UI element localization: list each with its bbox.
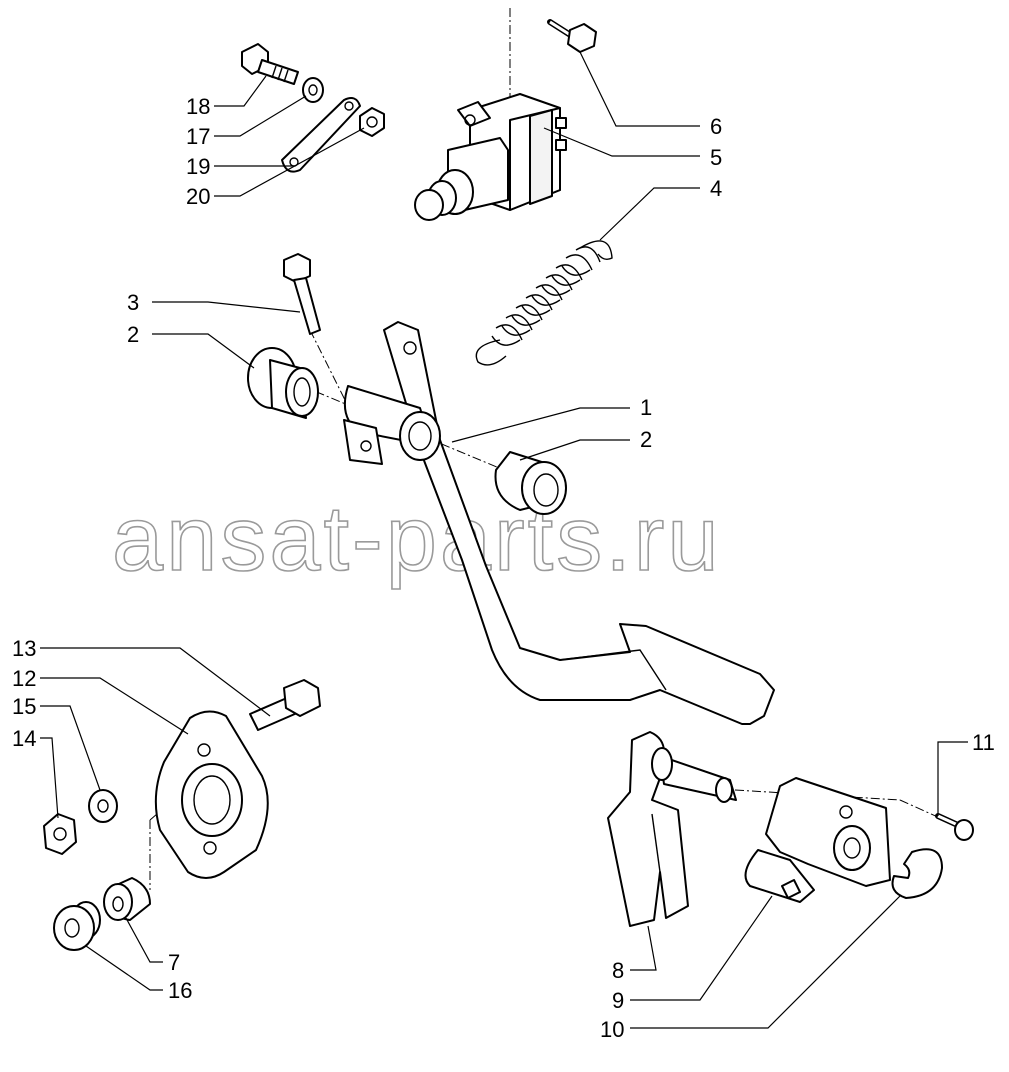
callout-10: 10 <box>600 1017 624 1042</box>
part-8-fork <box>607 731 737 927</box>
callout-5: 5 <box>710 145 722 170</box>
part-14-nut <box>43 813 77 855</box>
callout-7: 7 <box>168 950 180 975</box>
callout-1: 1 <box>640 395 652 420</box>
callout-2-right: 2 <box>640 427 652 452</box>
callout-3: 3 <box>127 290 139 315</box>
part-2-bushing-right <box>494 451 567 515</box>
callout-15: 15 <box>12 694 36 719</box>
part-10-clip <box>891 848 943 899</box>
part-17-washer <box>302 77 324 103</box>
callout-18: 18 <box>186 94 210 119</box>
part-1-pedal <box>343 321 775 725</box>
part-9-housing <box>744 777 891 903</box>
callout-8: 8 <box>612 958 624 983</box>
callout-14: 14 <box>12 726 36 751</box>
leader-lines <box>40 51 968 1029</box>
part-7-spacer <box>103 877 151 921</box>
callout-11: 11 <box>972 730 995 755</box>
callout-4: 4 <box>710 176 722 201</box>
part-4-spring <box>475 240 613 366</box>
callout-2-left: 2 <box>127 322 139 347</box>
callout-20: 20 <box>186 184 210 209</box>
part-3-bolt <box>283 253 321 335</box>
part-13-bolt <box>249 679 321 731</box>
part-15-washer <box>88 789 118 823</box>
part-11-screw <box>935 813 974 841</box>
part-12-flange <box>154 710 269 879</box>
part-2-bushing-left <box>247 347 319 419</box>
callout-labels: 1 2 2 3 4 5 6 7 8 9 10 11 12 13 14 15 16… <box>12 94 995 1042</box>
callout-6: 6 <box>710 114 722 139</box>
part-19-link-plate <box>281 97 361 173</box>
part-5-switch <box>414 93 567 221</box>
part-16-grommet <box>53 901 101 951</box>
part-6-screw <box>547 19 597 53</box>
callout-16: 16 <box>168 978 192 1003</box>
part-18-bolt <box>241 43 299 85</box>
callout-12: 12 <box>12 666 36 691</box>
callout-17: 17 <box>186 124 210 149</box>
callout-13: 13 <box>12 636 36 661</box>
callout-9: 9 <box>612 988 624 1013</box>
part-20-nut <box>359 107 385 137</box>
watermark: ansat-parts.ru <box>112 488 722 590</box>
callout-19: 19 <box>186 154 210 179</box>
